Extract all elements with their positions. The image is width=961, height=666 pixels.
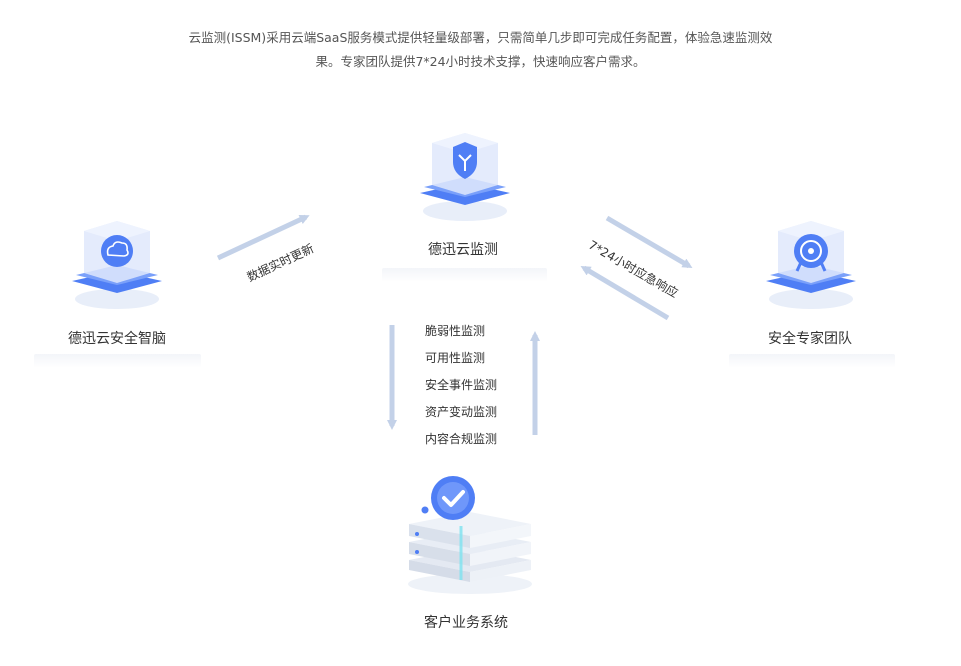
node-center-label: 德迅云监测 — [428, 242, 498, 258]
node-left-pedestal — [34, 354, 201, 368]
monitoring-list: 脆弱性监测 可用性监测 安全事件监测 资产变动监测 内容合规监测 — [425, 318, 497, 453]
node-bottom — [395, 472, 545, 597]
node-left-label: 德迅云安全智脑 — [68, 331, 166, 347]
node-bottom-label: 客户业务系统 — [424, 615, 508, 631]
arrow-center-to-right — [605, 215, 693, 269]
node-right — [756, 213, 866, 313]
list-item: 内容合规监测 — [425, 432, 498, 446]
server-check-icon — [408, 476, 532, 594]
shield-icon — [420, 133, 510, 221]
node-right-pedestal — [729, 354, 895, 368]
arrow-right-to-center — [580, 265, 670, 321]
node-center-pedestal — [382, 268, 547, 282]
node-right-label: 安全专家团队 — [768, 331, 852, 347]
list-item: 资产变动监测 — [425, 405, 498, 419]
list-item: 安全事件监测 — [425, 378, 498, 392]
list-item: 脆弱性监测 — [425, 324, 486, 338]
intro-line-2: 果。专家团队提供7*24小时技术支撑，快速响应客户需求。 — [315, 54, 646, 69]
intro-line-1: 云监测(ISSM)采用云端SaaS服务模式提供轻量级部署，只需简单几步即可完成任… — [188, 30, 773, 45]
cloud-brain-icon — [72, 221, 162, 309]
list-item: 可用性监测 — [425, 351, 486, 365]
expert-badge-icon — [766, 221, 856, 309]
node-center — [410, 125, 520, 225]
arrow-left-to-center — [216, 214, 310, 261]
node-left — [62, 213, 172, 313]
